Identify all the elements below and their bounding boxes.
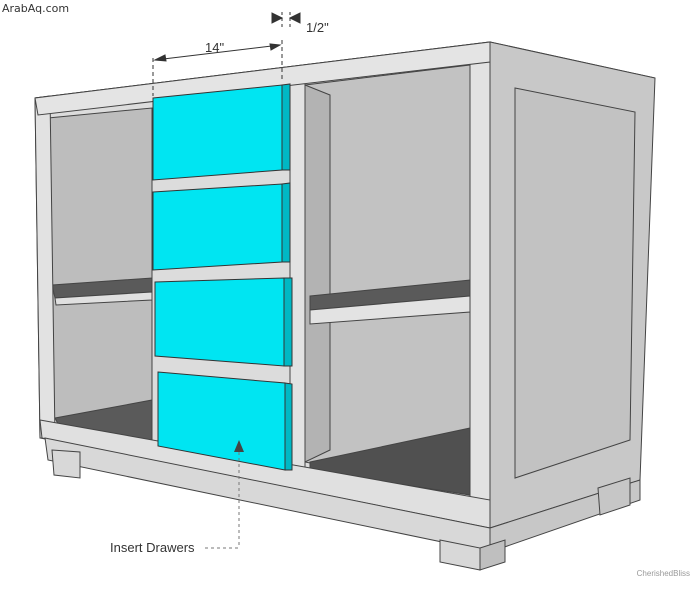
dim-width-line bbox=[154, 44, 281, 61]
credit-text: CherishedBliss bbox=[636, 569, 690, 578]
dimension-gap bbox=[271, 12, 301, 30]
drawer-1 bbox=[152, 83, 291, 181]
watermark-text: ArabAq.com bbox=[2, 2, 70, 15]
drawer-4-edge bbox=[284, 382, 293, 471]
left-shelf-front bbox=[54, 291, 153, 306]
dim-gap-arrow-right bbox=[288, 12, 301, 24]
dimension-gap-label: 1/2" bbox=[306, 20, 329, 35]
dimension-drawer-width bbox=[152, 40, 283, 96]
foot-left-front bbox=[51, 449, 81, 479]
drawer-4 bbox=[157, 371, 293, 471]
callout-label: Insert Drawers bbox=[110, 540, 195, 555]
dim-gap-arrow-left bbox=[271, 12, 284, 24]
right-stile bbox=[469, 59, 491, 530]
foot-right-back bbox=[597, 477, 631, 516]
drawer-2-face bbox=[152, 183, 283, 271]
drawer-2 bbox=[152, 182, 291, 271]
drawer-3-edge bbox=[283, 277, 293, 367]
drawer-stack bbox=[152, 83, 293, 471]
drawer-3-face bbox=[154, 277, 285, 367]
dim-width-arrow-right bbox=[269, 43, 282, 51]
drawer-1-face bbox=[152, 84, 283, 181]
drawer-2-edge bbox=[281, 182, 291, 263]
right-side-inner-panel bbox=[514, 87, 636, 479]
left-opening-back bbox=[47, 107, 153, 441]
drawer-1-edge bbox=[281, 83, 291, 171]
drawer-3 bbox=[154, 277, 293, 367]
callout-arrowhead bbox=[234, 440, 244, 452]
right-opening-side bbox=[304, 84, 331, 463]
top-rail bbox=[34, 41, 491, 116]
dimension-width-label: 14" bbox=[205, 40, 224, 55]
foot-center-side bbox=[479, 539, 506, 571]
cabinet-body bbox=[34, 41, 656, 571]
insert-drawers-callout: Insert Drawers bbox=[110, 440, 244, 555]
dim-width-arrow-left bbox=[153, 54, 167, 62]
